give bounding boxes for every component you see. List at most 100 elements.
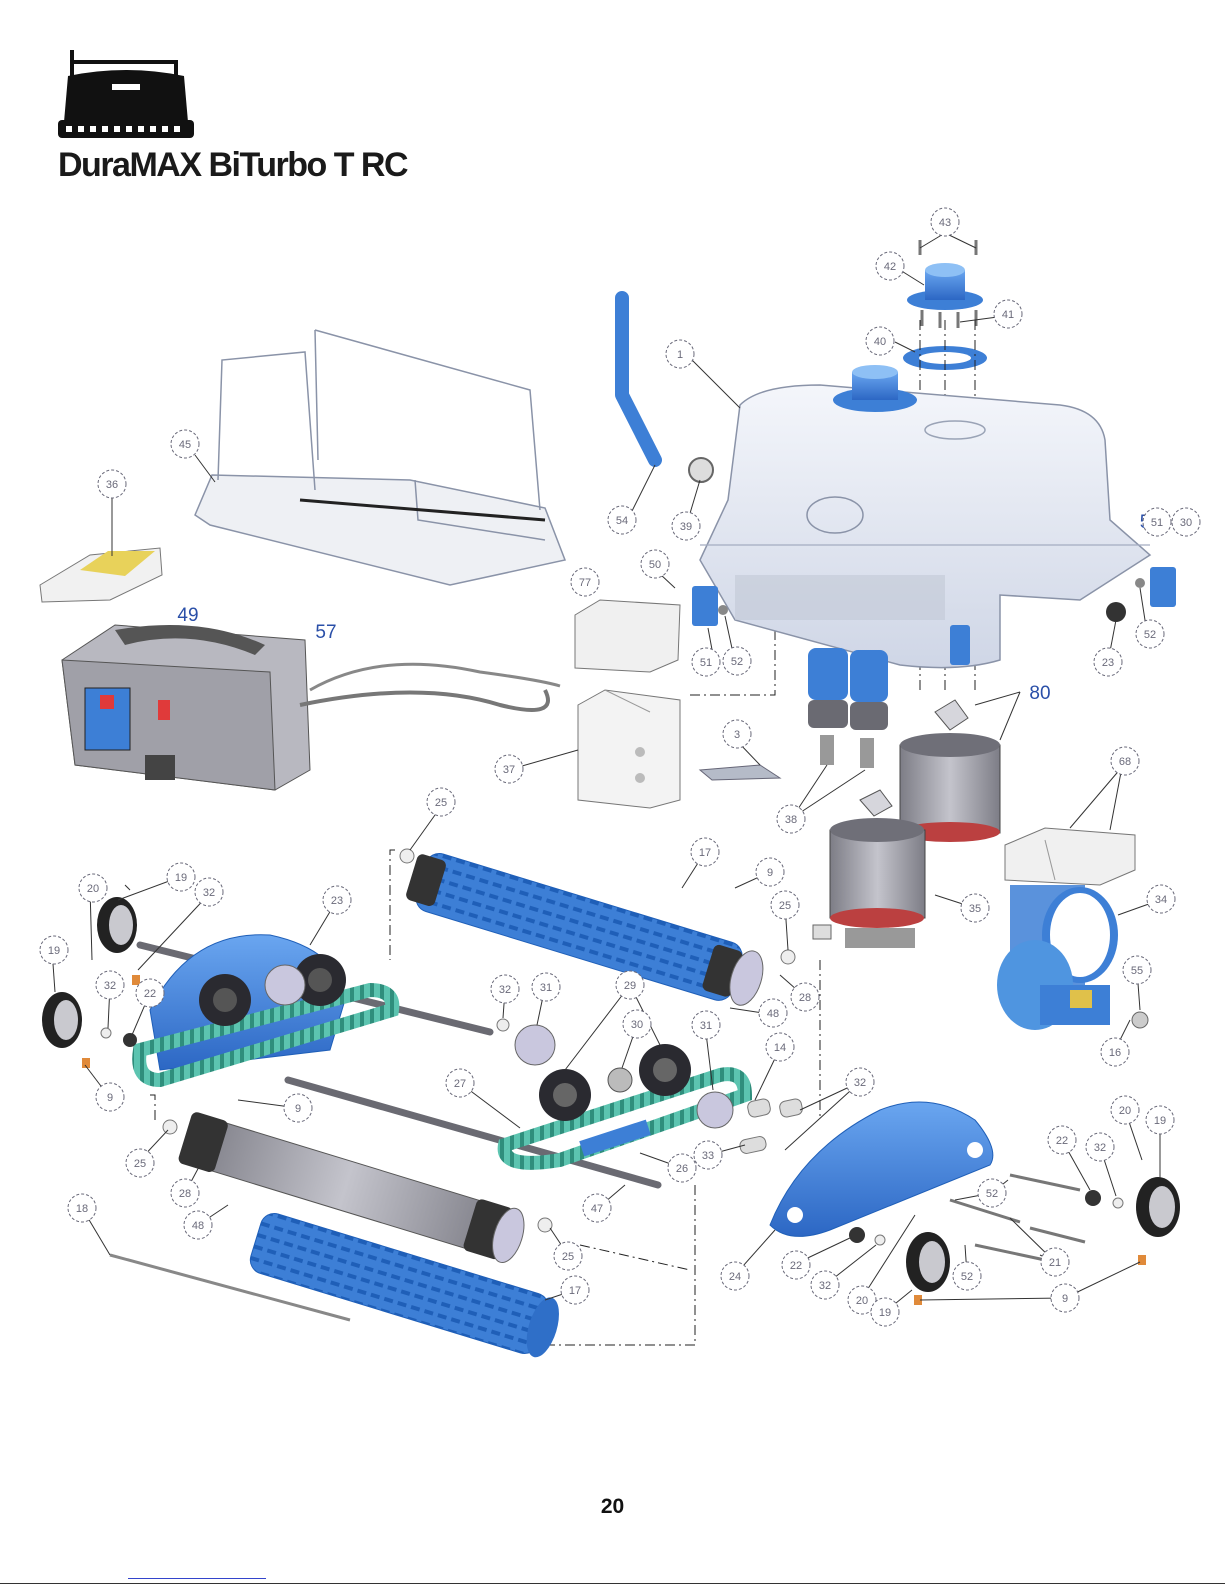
callout-26: 26 [668, 1154, 696, 1182]
screws-21 [950, 1175, 1085, 1260]
clip-3 [700, 765, 780, 780]
callout-49: 49 [177, 605, 198, 626]
callout-22: 22 [1048, 1126, 1076, 1154]
callout-35: 35 [961, 894, 989, 922]
callout-19: 19 [40, 936, 68, 964]
callout-51: 51 [1143, 508, 1171, 536]
callout-50: 50 [641, 550, 669, 578]
washer-32-a [497, 1019, 509, 1031]
callout-label: 50 [649, 559, 661, 571]
callout-27: 27 [446, 1069, 474, 1097]
callout-54: 54 [608, 506, 636, 534]
callout-label: 35 [969, 903, 981, 915]
callout-1: 1 [666, 340, 694, 368]
callout-label: 52 [731, 656, 743, 668]
callout-33: 33 [694, 1141, 722, 1169]
callout-52: 52 [953, 1262, 981, 1290]
callout-24: 24 [721, 1262, 749, 1290]
callout-label: 54 [616, 515, 628, 527]
callout-label: 1 [677, 349, 683, 361]
callout-label: 22 [790, 1260, 802, 1272]
callout-label: 51 [1151, 517, 1163, 529]
callout-label: 41 [1002, 309, 1014, 321]
callout-label: 25 [435, 797, 447, 809]
callout-45: 45 [171, 430, 199, 458]
footer-link-underline[interactable] [128, 1578, 266, 1579]
callout-3: 3 [723, 720, 751, 748]
callout-28: 28 [791, 983, 819, 1011]
callout-label: 22 [1056, 1135, 1068, 1147]
callout-label: 32 [819, 1280, 831, 1292]
callout-17: 17 [691, 838, 719, 866]
bracket-51-right [1150, 567, 1176, 607]
fitting-55 [1132, 1012, 1148, 1028]
callout-label: 19 [879, 1307, 891, 1319]
callout-32: 32 [195, 878, 223, 906]
callout-label: 19 [48, 945, 60, 957]
callout-label: 9 [1062, 1293, 1068, 1305]
pcb-box-37 [578, 690, 680, 808]
nut-23-right [1106, 602, 1126, 622]
callout-label: 32 [1094, 1142, 1106, 1154]
callout-label: 22 [144, 988, 156, 1000]
callout-label: 45 [179, 439, 191, 451]
callout-48: 48 [184, 1211, 212, 1239]
page-bottom-rule [0, 1583, 1225, 1584]
callout-51: 51 [692, 648, 720, 676]
callout-label: 25 [562, 1251, 574, 1263]
callout-77: 77 [571, 568, 599, 596]
callout-label: 52 [986, 1188, 998, 1200]
right-side-plate [770, 1102, 993, 1236]
callout-label: 24 [729, 1271, 741, 1283]
callout-47: 47 [583, 1194, 611, 1222]
callout-label: 36 [106, 479, 118, 491]
callout-label: 80 [1029, 683, 1050, 704]
callout-label: 9 [295, 1103, 301, 1115]
callout-23: 23 [323, 886, 351, 914]
callout-label: 32 [203, 887, 215, 899]
callout-20: 20 [1111, 1096, 1139, 1124]
callout-16: 16 [1101, 1038, 1129, 1066]
page-number: 20 [0, 1495, 1225, 1519]
callout-52: 52 [978, 1179, 1006, 1207]
callout-label: 17 [569, 1285, 581, 1297]
callout-22: 22 [782, 1251, 810, 1279]
callout-label: 31 [700, 1020, 712, 1032]
callout-25: 25 [427, 788, 455, 816]
callout-label: 20 [856, 1295, 868, 1307]
wheel-19-a [97, 897, 137, 953]
callout-label: 21 [1049, 1257, 1061, 1269]
callout-57: 57 [315, 622, 336, 643]
callout-label: 40 [874, 336, 886, 348]
callout-label: 25 [134, 1158, 146, 1170]
power-supply [62, 625, 560, 790]
remote-control [40, 548, 162, 602]
callout-label: 48 [767, 1008, 779, 1020]
impellers-38 [808, 648, 888, 768]
top-cap-assembly [903, 240, 987, 370]
callout-label: 34 [1155, 894, 1167, 906]
callout-label: 57 [315, 622, 336, 643]
callout-22: 22 [136, 979, 164, 1007]
drain-hose [622, 298, 655, 460]
callout-14: 14 [766, 1033, 794, 1061]
callout-label: 52 [961, 1271, 973, 1283]
main-housing [700, 365, 1150, 668]
callout-label: 28 [799, 992, 811, 1004]
callout-label: 9 [767, 867, 773, 879]
callout-29: 29 [616, 971, 644, 999]
callout-55: 55 [1123, 956, 1151, 984]
callout-label: 32 [854, 1077, 866, 1089]
motor-80 [900, 700, 1000, 842]
callout-32: 32 [96, 971, 124, 999]
callout-label: 51 [700, 657, 712, 669]
callout-21: 21 [1041, 1248, 1069, 1276]
callout-label: 29 [624, 980, 636, 992]
callout-52: 52 [1136, 620, 1164, 648]
callout-52: 52 [723, 647, 751, 675]
callout-36: 36 [98, 470, 126, 498]
callout-9: 9 [96, 1083, 124, 1111]
callout-30: 30 [1172, 508, 1200, 536]
callout-label: 68 [1119, 756, 1131, 768]
